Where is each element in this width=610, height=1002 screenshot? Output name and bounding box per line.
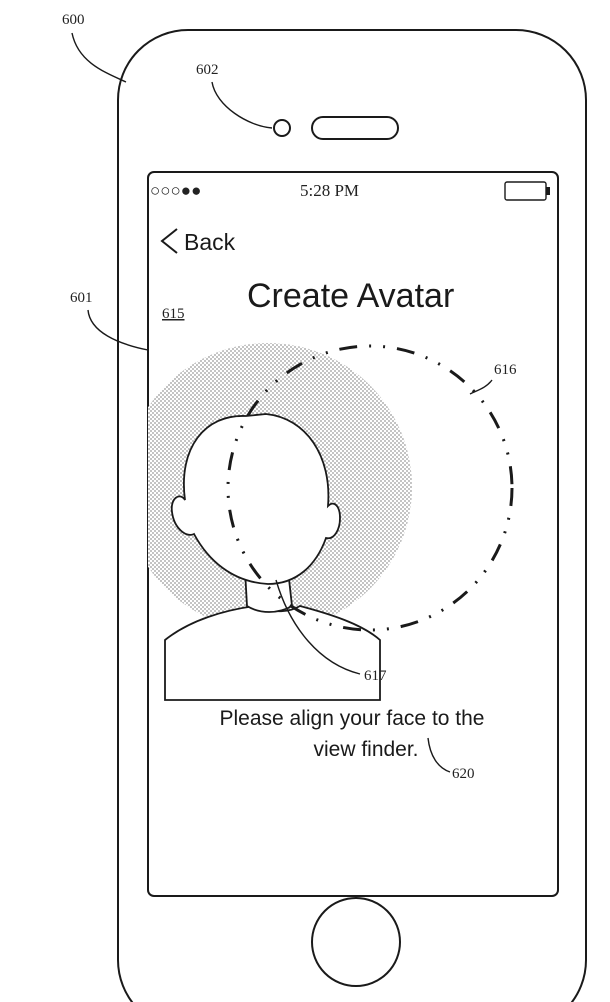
instruction-line-2: view finder. <box>313 738 418 761</box>
reference-600: 600 <box>62 12 85 28</box>
page-title: Create Avatar <box>247 277 454 315</box>
leader-600 <box>71 32 127 83</box>
status-time: 5:28 PM <box>300 181 359 200</box>
signal-strength-icon: ○○○●● <box>150 181 201 200</box>
user-head-outline <box>170 413 341 585</box>
front-camera <box>273 119 291 137</box>
leader-620 <box>427 737 451 773</box>
leader-617 <box>275 579 361 675</box>
reference-602: 602 <box>196 62 219 78</box>
leader-616 <box>469 379 493 395</box>
user-bust-silhouette <box>164 605 381 701</box>
home-button[interactable] <box>311 897 401 987</box>
reference-617: 617 <box>364 668 387 684</box>
viewfinder-ring <box>226 344 514 632</box>
chevron-left-icon <box>160 228 178 254</box>
leader-602 <box>211 81 273 129</box>
phone-body <box>117 29 587 1002</box>
back-button[interactable]: Back <box>160 228 236 255</box>
leader-601 <box>87 309 149 351</box>
reference-616: 616 <box>494 362 517 378</box>
reference-620: 620 <box>452 766 475 782</box>
reference-601: 601 <box>70 290 93 306</box>
reference-615: 615 <box>162 306 185 322</box>
back-label: Back <box>184 229 236 255</box>
instruction-line-1: Please align your face to the <box>219 707 484 730</box>
speaker-grille <box>311 116 399 140</box>
battery-icon <box>504 181 550 201</box>
